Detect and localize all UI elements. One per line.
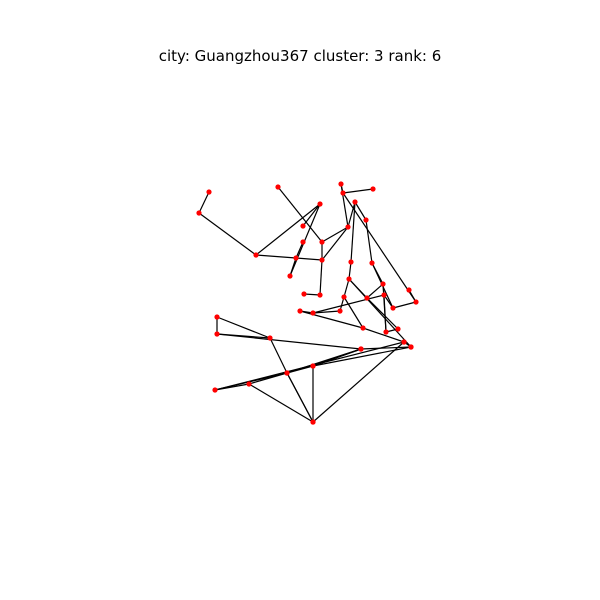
graph-node [395,326,401,332]
graph-edge [348,261,352,280]
graph-node [212,387,218,393]
graph-node [345,224,351,230]
graph-edge [362,327,405,343]
graph-edge [383,294,387,333]
graph-node [214,314,220,320]
graph-node [408,344,414,350]
graph-node [317,201,323,207]
graph-node [346,276,352,282]
nodes-layer [196,181,419,425]
graph-node [363,217,369,223]
graph-node [300,239,306,245]
graph-node [406,287,412,293]
graph-edge [302,203,321,227]
graph-edge [347,201,356,228]
graph-edge [255,203,321,256]
graph-node [253,252,259,258]
graph-edge [286,372,314,423]
graph-edge [269,337,288,374]
graph-node [370,186,376,192]
graph-edge [342,188,374,194]
graph-edge [321,226,349,243]
graph-node [246,381,252,387]
graph-node [401,339,407,345]
graph-edge [255,254,297,259]
graph-node [338,181,344,187]
graph-node [358,346,364,352]
graph-edge [343,278,350,298]
graph-node [369,260,375,266]
graph-edge [312,310,341,314]
graph-edge [289,257,297,277]
graph-node [337,308,343,314]
graph-node [206,189,212,195]
graph-edge [198,212,257,256]
graph-node [297,308,303,314]
graph-node [383,329,389,335]
graph-edge [348,278,412,348]
graph-node [360,325,366,331]
graph-edge [312,341,405,423]
graph-node [310,363,316,369]
graph-node [413,299,419,305]
graph-edge [286,365,314,374]
graph-edge [366,283,384,299]
edges-layer [198,183,417,423]
graph-edge [343,296,364,329]
graph-edge [365,219,373,264]
graph-edge [312,348,362,367]
graph-node [319,257,325,263]
graph-node [287,273,293,279]
graph-node [275,184,281,190]
graph-edge [303,293,321,296]
graph-node [352,199,358,205]
graph-node [310,310,316,316]
graph-edge [360,346,412,350]
graph-edge [248,372,288,385]
graph-edge [299,310,364,329]
graph-edge [383,294,394,309]
graph-node [293,255,299,261]
graph-node [364,295,370,301]
graph-node [267,335,273,341]
graph-node [340,190,346,196]
graph-edge [214,341,405,391]
graph-edge [350,201,356,263]
graph-node [348,259,354,265]
graph-edge [277,186,323,243]
graph-edge [354,201,367,221]
graph-node [390,305,396,311]
graph-edge [216,316,271,339]
graph-edge [392,301,417,309]
graph-edge [321,226,349,261]
graph-edge [216,333,271,339]
graph-edge [342,192,417,303]
graph-edge [216,333,362,350]
graph-node [381,292,387,298]
graph-edge [248,383,314,423]
graph-node [284,370,290,376]
graph-node [341,294,347,300]
graph-node [317,292,323,298]
graph-edge [198,191,210,214]
graph-node [310,419,316,425]
graph-node [214,331,220,337]
graph-node [380,281,386,287]
graph-edge [289,203,321,277]
graph-edge [295,241,304,259]
graph-edge [319,259,323,296]
graph-node [300,223,306,229]
graph-node [319,239,325,245]
figure-title: city: Guangzhou367 cluster: 3 rank: 6 [158,47,442,65]
graph-node [301,291,307,297]
graph-node [196,210,202,216]
graph-edge [295,257,323,261]
graph-edge [366,297,399,330]
